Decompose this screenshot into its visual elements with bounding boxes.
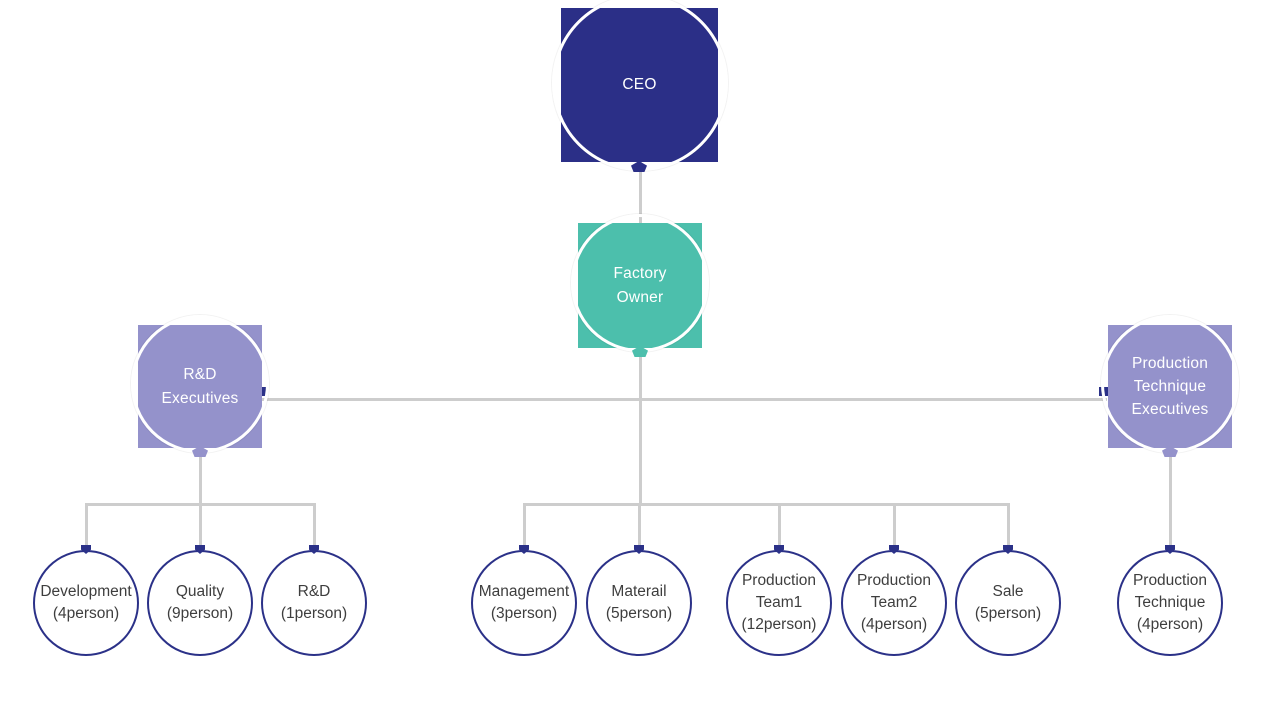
connector-line bbox=[199, 448, 202, 506]
connector-line bbox=[639, 348, 642, 506]
circle-top-pin bbox=[889, 545, 899, 554]
team-label: Production Team2 bbox=[856, 572, 932, 611]
node-ceo-label: CEO bbox=[561, 8, 718, 162]
team-count: (12person) bbox=[741, 616, 817, 633]
team-count: (9person) bbox=[166, 605, 234, 622]
team-node-management: Management (3person) bbox=[471, 550, 577, 656]
team-count: (5person) bbox=[605, 605, 673, 622]
node-production-technique-executives-label: Production Technique Executives bbox=[1108, 325, 1232, 448]
circle-top-pin bbox=[195, 545, 205, 554]
connector-line bbox=[893, 503, 896, 548]
team-count: (3person) bbox=[490, 605, 558, 622]
connector-line bbox=[523, 503, 1010, 506]
circle-top-pin bbox=[81, 545, 91, 554]
node-factory-owner: Factory Owner bbox=[571, 214, 709, 357]
team-label: Production Team1 bbox=[741, 572, 817, 611]
node-factory-owner-label: Factory Owner bbox=[578, 223, 702, 348]
circle-top-pin bbox=[309, 545, 319, 554]
node-rnd-executives: R&D Executives bbox=[131, 315, 269, 457]
team-label: Management bbox=[478, 583, 570, 600]
team-count: (4person) bbox=[1136, 616, 1204, 633]
team-count: (1person) bbox=[280, 605, 348, 622]
connector-line bbox=[639, 162, 642, 223]
team-node-rnd: R&D (1person) bbox=[261, 550, 367, 656]
team-node-production-technique: Production Technique (4person) bbox=[1117, 550, 1223, 656]
node-rnd-executives-label: R&D Executives bbox=[138, 325, 262, 448]
team-node-sale: Sale (5person) bbox=[955, 550, 1061, 656]
team-node-production-team2: Production Team2 (4person) bbox=[841, 550, 947, 656]
node-factory-owner-text: Factory Owner bbox=[613, 265, 667, 306]
node-rnd-executives-text: R&D Executives bbox=[161, 366, 239, 407]
team-label: Development bbox=[40, 583, 132, 600]
node-bottom-pin bbox=[1162, 446, 1178, 457]
connector-line bbox=[199, 503, 202, 548]
circle-top-pin bbox=[1165, 545, 1175, 554]
node-bottom-pin bbox=[631, 161, 647, 172]
team-node-materail: Materail (5person) bbox=[586, 550, 692, 656]
node-production-technique-executives-text: Production Technique Executives bbox=[1131, 354, 1209, 419]
connector-line bbox=[523, 503, 526, 548]
team-node-production-team1: Production Team1 (12person) bbox=[726, 550, 832, 656]
team-label: Production Technique bbox=[1132, 572, 1208, 611]
circle-top-pin bbox=[519, 545, 529, 554]
node-bottom-pin bbox=[632, 346, 648, 357]
connector-line bbox=[262, 398, 1107, 401]
node-bottom-pin bbox=[192, 446, 208, 457]
connector-line bbox=[638, 503, 641, 548]
node-production-technique-executives: Production Technique Executives bbox=[1101, 315, 1239, 457]
team-count: (4person) bbox=[860, 616, 928, 633]
node-ceo-text: CEO bbox=[622, 76, 657, 94]
team-count: (4person) bbox=[52, 605, 120, 622]
circle-top-pin bbox=[774, 545, 784, 554]
node-ceo: CEO bbox=[551, 0, 728, 172]
team-node-quality: Quality (9person) bbox=[147, 550, 253, 656]
connector-line bbox=[85, 503, 88, 548]
circle-top-pin bbox=[1003, 545, 1013, 554]
team-label: Quality bbox=[175, 583, 225, 600]
circle-top-pin bbox=[634, 545, 644, 554]
team-count: (5person) bbox=[974, 605, 1042, 622]
connector-line bbox=[313, 503, 316, 548]
team-label: Materail bbox=[611, 583, 667, 600]
connector-line bbox=[1169, 448, 1172, 548]
connector-line bbox=[778, 503, 781, 548]
team-label: Sale bbox=[992, 583, 1024, 600]
connector-line bbox=[1007, 503, 1010, 548]
team-label: R&D bbox=[297, 583, 331, 600]
team-node-development: Development (4person) bbox=[33, 550, 139, 656]
